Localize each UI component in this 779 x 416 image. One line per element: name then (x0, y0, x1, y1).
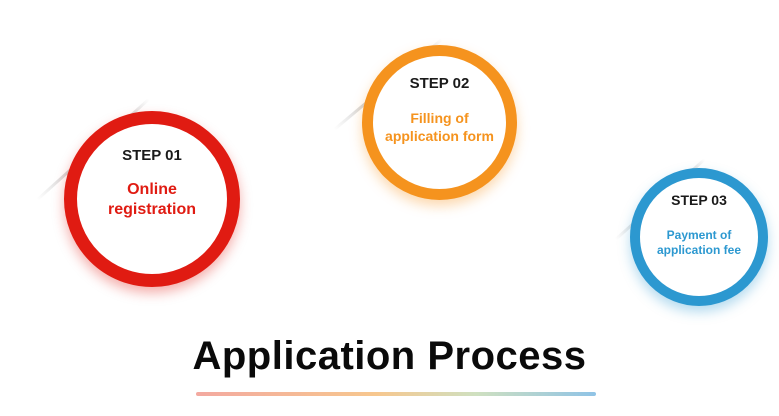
step-2-label: STEP 02 (409, 75, 470, 92)
step-3-label: STEP 03 (671, 192, 727, 208)
title-underline (196, 392, 596, 396)
step-2-text: Filling of application form (385, 110, 494, 144)
step-1-label: STEP 01 (122, 147, 182, 164)
step-1-text: Online registration (107, 181, 196, 218)
step-2-circle: STEP 02 Filling of application form (362, 45, 517, 200)
step-3-circle: STEP 03 Payment of application fee (630, 168, 768, 306)
page-title: Application Process (192, 334, 587, 378)
step-3-diagonal-line (614, 158, 706, 241)
step-1-diagonal-line (36, 98, 150, 201)
step-1-circle: STEP 01 Online registration (64, 111, 240, 287)
step-3-text: Payment of application fee (656, 228, 742, 257)
step-2-diagonal-line (333, 38, 443, 131)
